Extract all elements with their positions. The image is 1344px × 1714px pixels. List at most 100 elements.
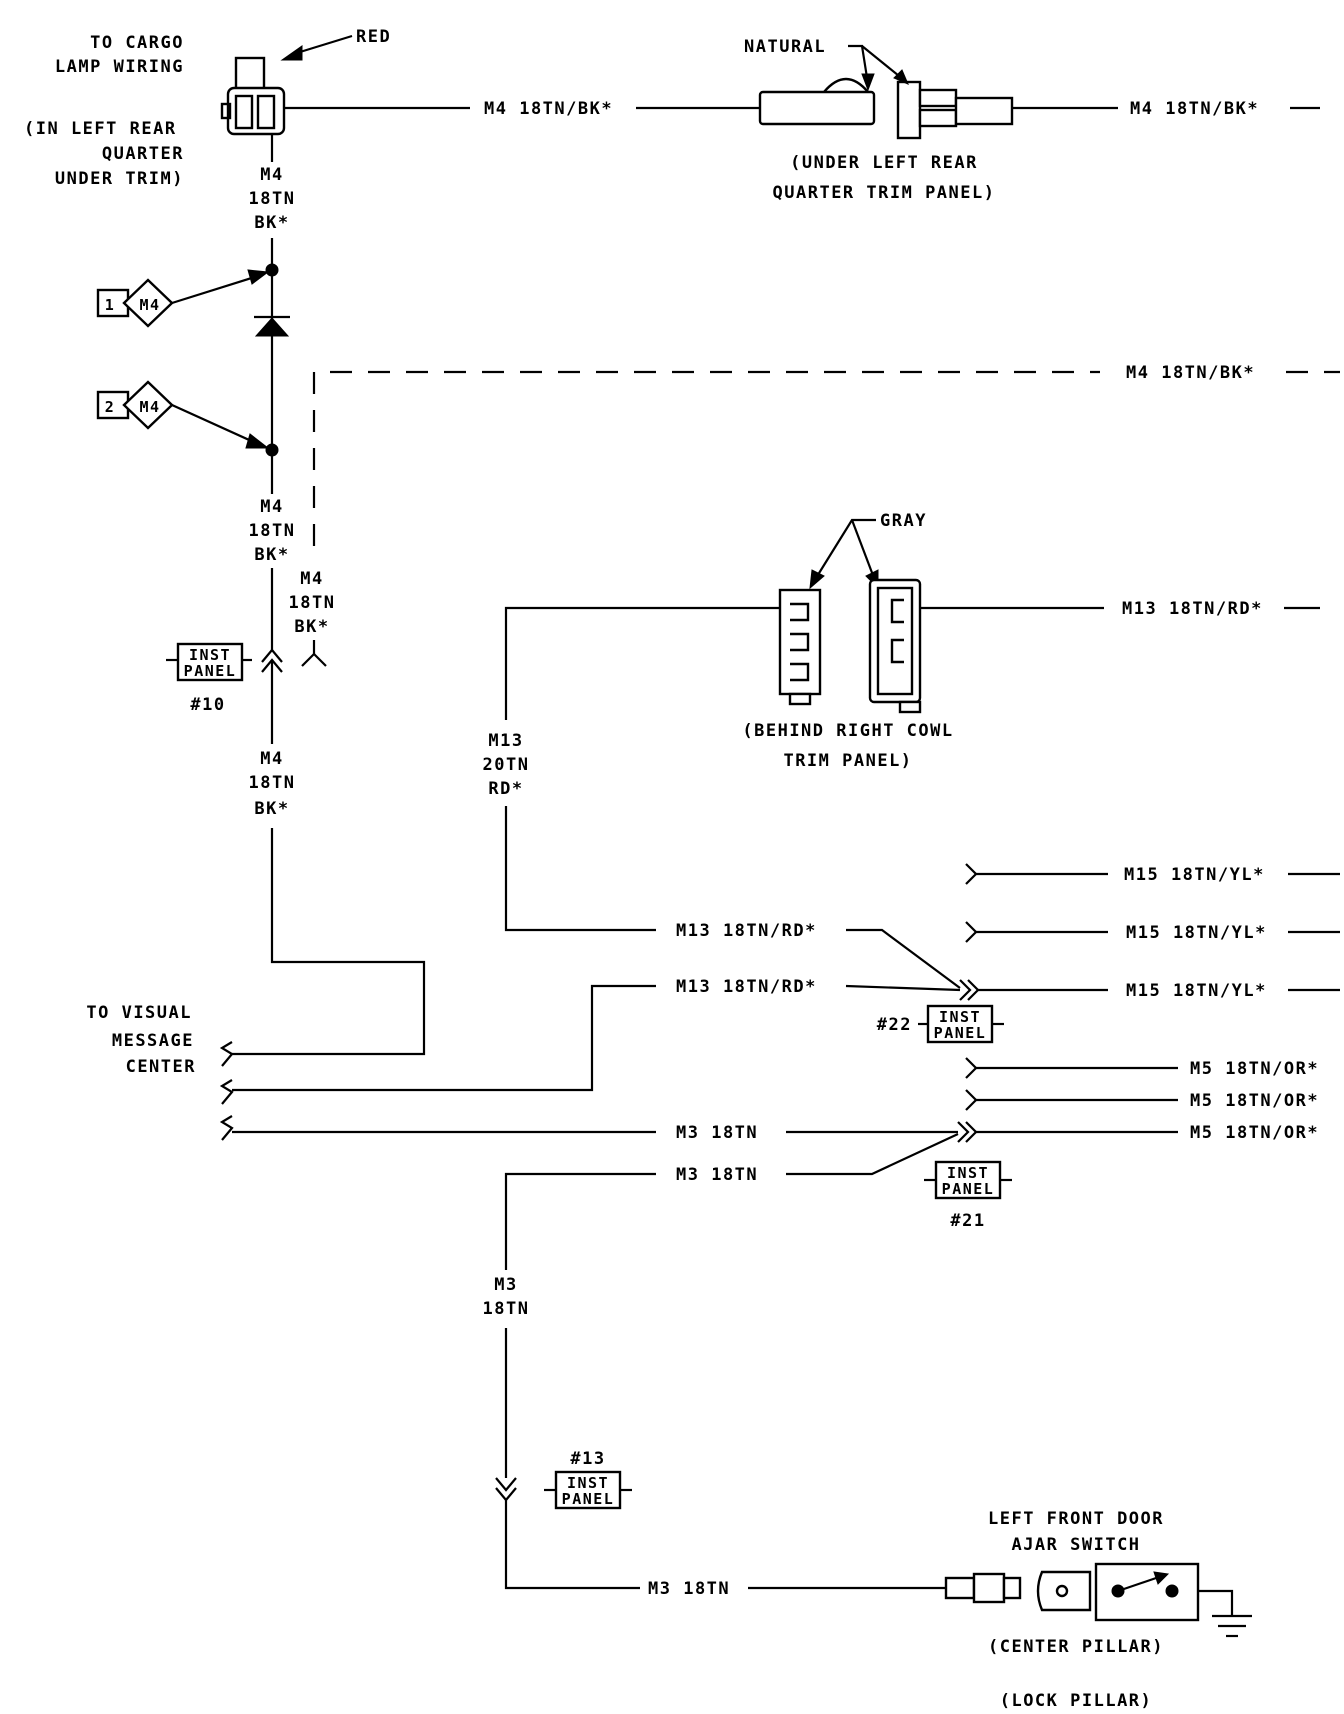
gray-connector-left <box>778 588 822 706</box>
to-visual-label-3: CENTER <box>126 1057 196 1077</box>
dashed-m4-path <box>312 370 1100 546</box>
inst-21-label-1: INST <box>947 1164 989 1182</box>
wire-label-m5-2: M5 18TN/OR* <box>1190 1091 1319 1111</box>
m4-stack-b: M4 18TN BK* <box>249 497 296 565</box>
wire-label-m4-top-right: M4 18TN/BK* <box>1130 99 1259 119</box>
splice-1-code: M4 <box>139 296 160 314</box>
inst-panel-22: #22 INST PANEL <box>877 1004 1004 1044</box>
splice-dot-2 <box>265 443 279 457</box>
wire-label-m5-1: M5 18TN/OR* <box>1190 1059 1319 1079</box>
m4-stack-a-line3: BK* <box>254 213 289 233</box>
inst-22-label-1: INST <box>939 1008 981 1026</box>
door-switch-connector <box>944 1572 1022 1604</box>
inst-panel-10: INST PANEL #10 <box>166 642 252 715</box>
center-pillar-label: (CENTER PILLAR) <box>988 1637 1164 1657</box>
wire-label-m13-right: M13 18TN/RD* <box>1122 599 1263 619</box>
in-left-rear-label-2: QUARTER <box>102 144 184 164</box>
door-ajar-switch <box>1036 1562 1200 1622</box>
splice-dot-1 <box>265 263 279 277</box>
wire-label-m3-bottom: M3 18TN <box>648 1579 730 1599</box>
in-left-rear-label-1: (IN LEFT REAR <box>24 119 177 139</box>
m4-stack-d: M4 18TN BK* <box>289 569 336 637</box>
m13-stack-line1: M13 <box>488 731 523 751</box>
wire-label-m13-mid-1: M13 18TN/RD* <box>676 921 817 941</box>
in-left-rear-label-3: UNDER TRIM) <box>55 169 184 189</box>
m4-stack-a-line1: M4 <box>260 165 283 185</box>
m4-stack-d-line2: 18TN <box>289 593 336 613</box>
m4-stack-c-line3: BK* <box>254 799 289 819</box>
gray-arrowhead-1 <box>809 569 825 590</box>
inst-panel-13: #13 INST PANEL <box>544 1449 632 1510</box>
m4-stack-d-line3: BK* <box>294 617 329 637</box>
red-label: RED <box>356 27 391 47</box>
red-arrowhead <box>280 45 303 61</box>
red-pointer <box>299 34 353 54</box>
inst-13-label-1: INST <box>567 1474 609 1492</box>
m4-stack-c: M4 18TN BK* <box>249 749 296 819</box>
m4-stack-c-line2: 18TN <box>249 773 296 793</box>
splice-2-arrowhead <box>245 433 270 449</box>
natural-inline-connector <box>758 77 1014 140</box>
connector-13: #13 <box>570 1449 605 1469</box>
cargo-lamp-label-2: LAMP WIRING <box>55 57 184 77</box>
wire-label-m15-2: M15 18TN/YL* <box>1126 923 1267 943</box>
door-switch-label-1: LEFT FRONT DOOR <box>988 1509 1164 1529</box>
m4-stack-b-line1: M4 <box>260 497 283 517</box>
splice-tag-1: 1 M4 <box>96 278 174 328</box>
m4-stack-b-line2: 18TN <box>249 521 296 541</box>
inst-10-label-2: PANEL <box>184 662 237 680</box>
wire-label-m13-mid-2: M13 18TN/RD* <box>676 977 817 997</box>
splice-1-arrowhead <box>247 269 270 285</box>
natural-label: NATURAL <box>744 37 826 57</box>
ground-wire <box>1198 1589 1234 1616</box>
ground-icon <box>1212 1614 1252 1638</box>
connector-22: #22 <box>877 1015 912 1035</box>
m3-stack-line2: 18TN <box>483 1299 530 1319</box>
splice-tag-2: 2 M4 <box>96 380 174 430</box>
wire-label-m3-1: M3 18TN <box>676 1123 758 1143</box>
gray-connector-right <box>868 578 922 714</box>
wire-label-m15-1: M15 18TN/YL* <box>1124 865 1265 885</box>
m3-stack: M3 18TN <box>483 1275 530 1319</box>
under-left-rear-label-1: (UNDER LEFT REAR <box>790 153 978 173</box>
wire-label-m3-2: M3 18TN <box>676 1165 758 1185</box>
inst-panel-21: INST PANEL #21 <box>924 1160 1012 1231</box>
m4-stack-a-line2: 18TN <box>249 189 296 209</box>
splice-2-code: M4 <box>139 398 160 416</box>
under-left-rear-label-2: QUARTER TRIM PANEL) <box>773 183 996 203</box>
behind-cowl-label-1: (BEHIND RIGHT COWL <box>742 721 953 741</box>
lock-pillar-label: (LOCK PILLAR) <box>1000 1691 1153 1711</box>
wire-label-m4-dashed: M4 18TN/BK* <box>1126 363 1255 383</box>
inst-13-label-2: PANEL <box>562 1490 615 1508</box>
gray-label: GRAY <box>880 511 927 531</box>
natural-arrowhead-1 <box>861 73 875 92</box>
diode <box>254 315 290 337</box>
wire-label-m15-3: M15 18TN/YL* <box>1126 981 1267 1001</box>
cargo-lamp-connector <box>220 56 286 136</box>
natural-arrowhead-2 <box>893 69 909 85</box>
splice-1-num: 1 <box>105 296 116 314</box>
m4-stack-d-line1: M4 <box>300 569 323 589</box>
connector-10: #10 <box>190 695 225 715</box>
to-visual-label-1: TO VISUAL <box>86 1003 192 1023</box>
m4-stack-c-line1: M4 <box>260 749 283 769</box>
inst-21-label-2: PANEL <box>942 1180 995 1198</box>
m4-stack-a: M4 18TN BK* <box>249 165 296 233</box>
connector-21: #21 <box>950 1211 985 1231</box>
to-visual-label-2: MESSAGE <box>112 1031 194 1051</box>
behind-cowl-label-2: TRIM PANEL) <box>783 751 912 771</box>
m13-stack-line2: 20TN <box>483 755 530 775</box>
m13-stack-line3: RD* <box>488 779 523 799</box>
door-switch-label-2: AJAR SWITCH <box>1011 1535 1140 1555</box>
wire-label-m4-top-left: M4 18TN/BK* <box>484 99 613 119</box>
wire-label-m5-3: M5 18TN/OR* <box>1190 1123 1319 1143</box>
splice-2-num: 2 <box>105 398 116 416</box>
m13-20-stack: M13 20TN RD* <box>483 731 530 799</box>
inst-10-label-1: INST <box>189 646 231 664</box>
m4-stack-b-line3: BK* <box>254 545 289 565</box>
inst-22-label-2: PANEL <box>934 1024 987 1042</box>
cargo-lamp-label-1: TO CARGO <box>90 33 184 53</box>
m3-stack-line1: M3 <box>494 1275 517 1295</box>
